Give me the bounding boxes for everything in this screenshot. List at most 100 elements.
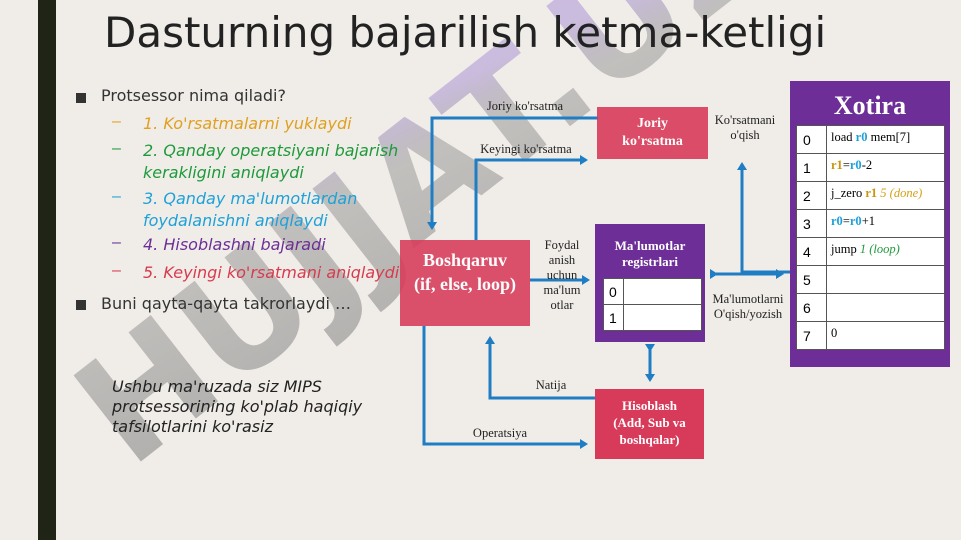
- memory-instruction: load r0 mem[7]: [826, 125, 945, 154]
- instruction-token: r0: [855, 130, 868, 144]
- control-line2: (if, else, loop): [414, 274, 516, 294]
- label-foydal-line: anish: [548, 253, 576, 267]
- memory-instruction: 0: [826, 321, 945, 350]
- label-malumot: Ma'lumotlarni O'qish/yozish: [704, 292, 792, 322]
- instruction-token: r0: [849, 158, 862, 172]
- instruction-token: -2: [861, 158, 873, 172]
- label-foydal-line: ma'lum: [543, 283, 581, 297]
- instruction-token: jump: [831, 242, 860, 256]
- step-dash: –: [112, 140, 121, 157]
- instruction-token: load: [831, 130, 856, 144]
- memory-instruction: r0=r0+1: [826, 209, 945, 238]
- step-4: 4. Hisoblashni bajaradi: [143, 235, 326, 254]
- memory-address: 7: [796, 321, 827, 350]
- memory-address: 4: [796, 237, 827, 266]
- compute-line2: (Add, Sub va: [613, 415, 686, 430]
- memory-instruction: j_zero r1 5 (done): [826, 181, 945, 210]
- memory-instruction: r1=r0-2: [826, 153, 945, 182]
- registers-line1: Ma'lumotlar: [614, 238, 686, 253]
- step-dash: –: [112, 234, 121, 251]
- instruction-token: r0: [831, 214, 843, 228]
- bullet-1: Buni qayta-qayta takrorlaydi …: [101, 294, 352, 313]
- label-foydal-line: Foydal: [544, 238, 580, 252]
- instruction-token: =: [842, 158, 850, 172]
- register-row: 1: [603, 304, 702, 331]
- instruction-token: r1: [831, 158, 843, 172]
- arrow-joriy: [427, 116, 598, 230]
- instruction-token: j_zero: [831, 186, 866, 200]
- step-5: 5. Keyingi ko'rsatmani aniqlaydi: [143, 263, 400, 282]
- label-keyingi: Keyingi ko'rsatma: [480, 142, 572, 156]
- bullet-0: Protsessor nima qiladi?: [101, 86, 286, 105]
- step-dash: –: [112, 113, 121, 130]
- step-3: 3. Qanday ma'lumotlardan foydalanishni a…: [143, 189, 358, 230]
- bullet-square: [76, 300, 86, 310]
- instruction-token: =: [842, 214, 850, 228]
- instruction-token: +1: [861, 214, 875, 228]
- label-malumot-line2: O'qish/yozish: [713, 307, 783, 321]
- label-korsatmani-line2: o'qish: [730, 128, 760, 142]
- memory-row: 6: [796, 293, 945, 322]
- current-line1: Joriy: [636, 116, 669, 131]
- registers-line2: registrlari: [621, 254, 679, 269]
- step-1: 1. Ko'rsatmalarni yuklaydi: [143, 114, 352, 133]
- memory-instruction: [826, 265, 945, 294]
- memory-address: 3: [796, 209, 827, 238]
- registers-table: 0 1: [603, 278, 702, 331]
- step-2: 2. Qanday operatsiyani bajarish keraklig…: [143, 141, 399, 182]
- arrow-operatsiya: [422, 326, 588, 449]
- control-line1: Boshqaruv: [422, 250, 508, 270]
- compute-line1: Hisoblash: [622, 398, 677, 413]
- arrow-keyingi: [474, 155, 588, 240]
- label-foydal: Foydal anish uchun ma'lum otlar: [534, 238, 590, 313]
- slide-title: Dasturning bajarilish ketma-ketligi: [104, 8, 827, 57]
- label-korsatmani: Ko'rsatmani o'qish: [706, 113, 784, 143]
- memory-address: 2: [796, 181, 827, 210]
- label-natija: Natija: [535, 378, 567, 392]
- current-line2: ko'rsatma: [622, 134, 683, 149]
- label-foydal-line: uchun: [546, 268, 578, 282]
- register-value: [623, 304, 702, 331]
- register-row: 0: [603, 278, 702, 305]
- memory-address: 1: [796, 153, 827, 182]
- memory-row: 5: [796, 265, 945, 294]
- memory-instruction: jump 1 (loop): [826, 237, 945, 266]
- memory-address: 6: [796, 293, 827, 322]
- memory-instruction: [826, 293, 945, 322]
- label-foydal-line: otlar: [550, 298, 574, 312]
- instruction-token: r1: [865, 186, 878, 200]
- compute-line3: boshqalar): [619, 432, 680, 447]
- instruction-token: 0: [831, 326, 838, 340]
- label-joriy: Joriy ko'rsatma: [486, 99, 564, 113]
- instruction-token: 5 (done): [877, 186, 923, 200]
- register-index: 1: [603, 304, 624, 331]
- instruction-token: r0: [849, 214, 862, 228]
- memory-address: 5: [796, 265, 827, 294]
- memory-title: Xotira: [833, 91, 907, 120]
- arrow-korsatmani: [737, 162, 790, 274]
- note-text: Ushbu ma'ruzada siz MIPS protsessorining…: [112, 377, 363, 436]
- register-value: [623, 278, 702, 305]
- current-instruction-box: Joriy ko'rsatma: [597, 107, 708, 159]
- step-dash: –: [112, 262, 121, 279]
- compute-box: Hisoblash (Add, Sub va boshqalar): [595, 389, 704, 459]
- label-korsatmani-line1: Ko'rsatmani: [714, 113, 776, 127]
- left-accent-bar: [38, 0, 56, 540]
- control-box: Boshqaruv (if, else, loop): [400, 240, 530, 326]
- step-dash: –: [112, 188, 121, 205]
- bullet-square: [76, 93, 86, 103]
- label-malumot-line1: Ma'lumotlarni: [712, 292, 784, 306]
- arrow-natija: [485, 336, 596, 400]
- register-index: 0: [603, 278, 624, 305]
- label-operatsiya: Operatsiya: [472, 426, 528, 440]
- instruction-token: mem[7]: [867, 130, 911, 144]
